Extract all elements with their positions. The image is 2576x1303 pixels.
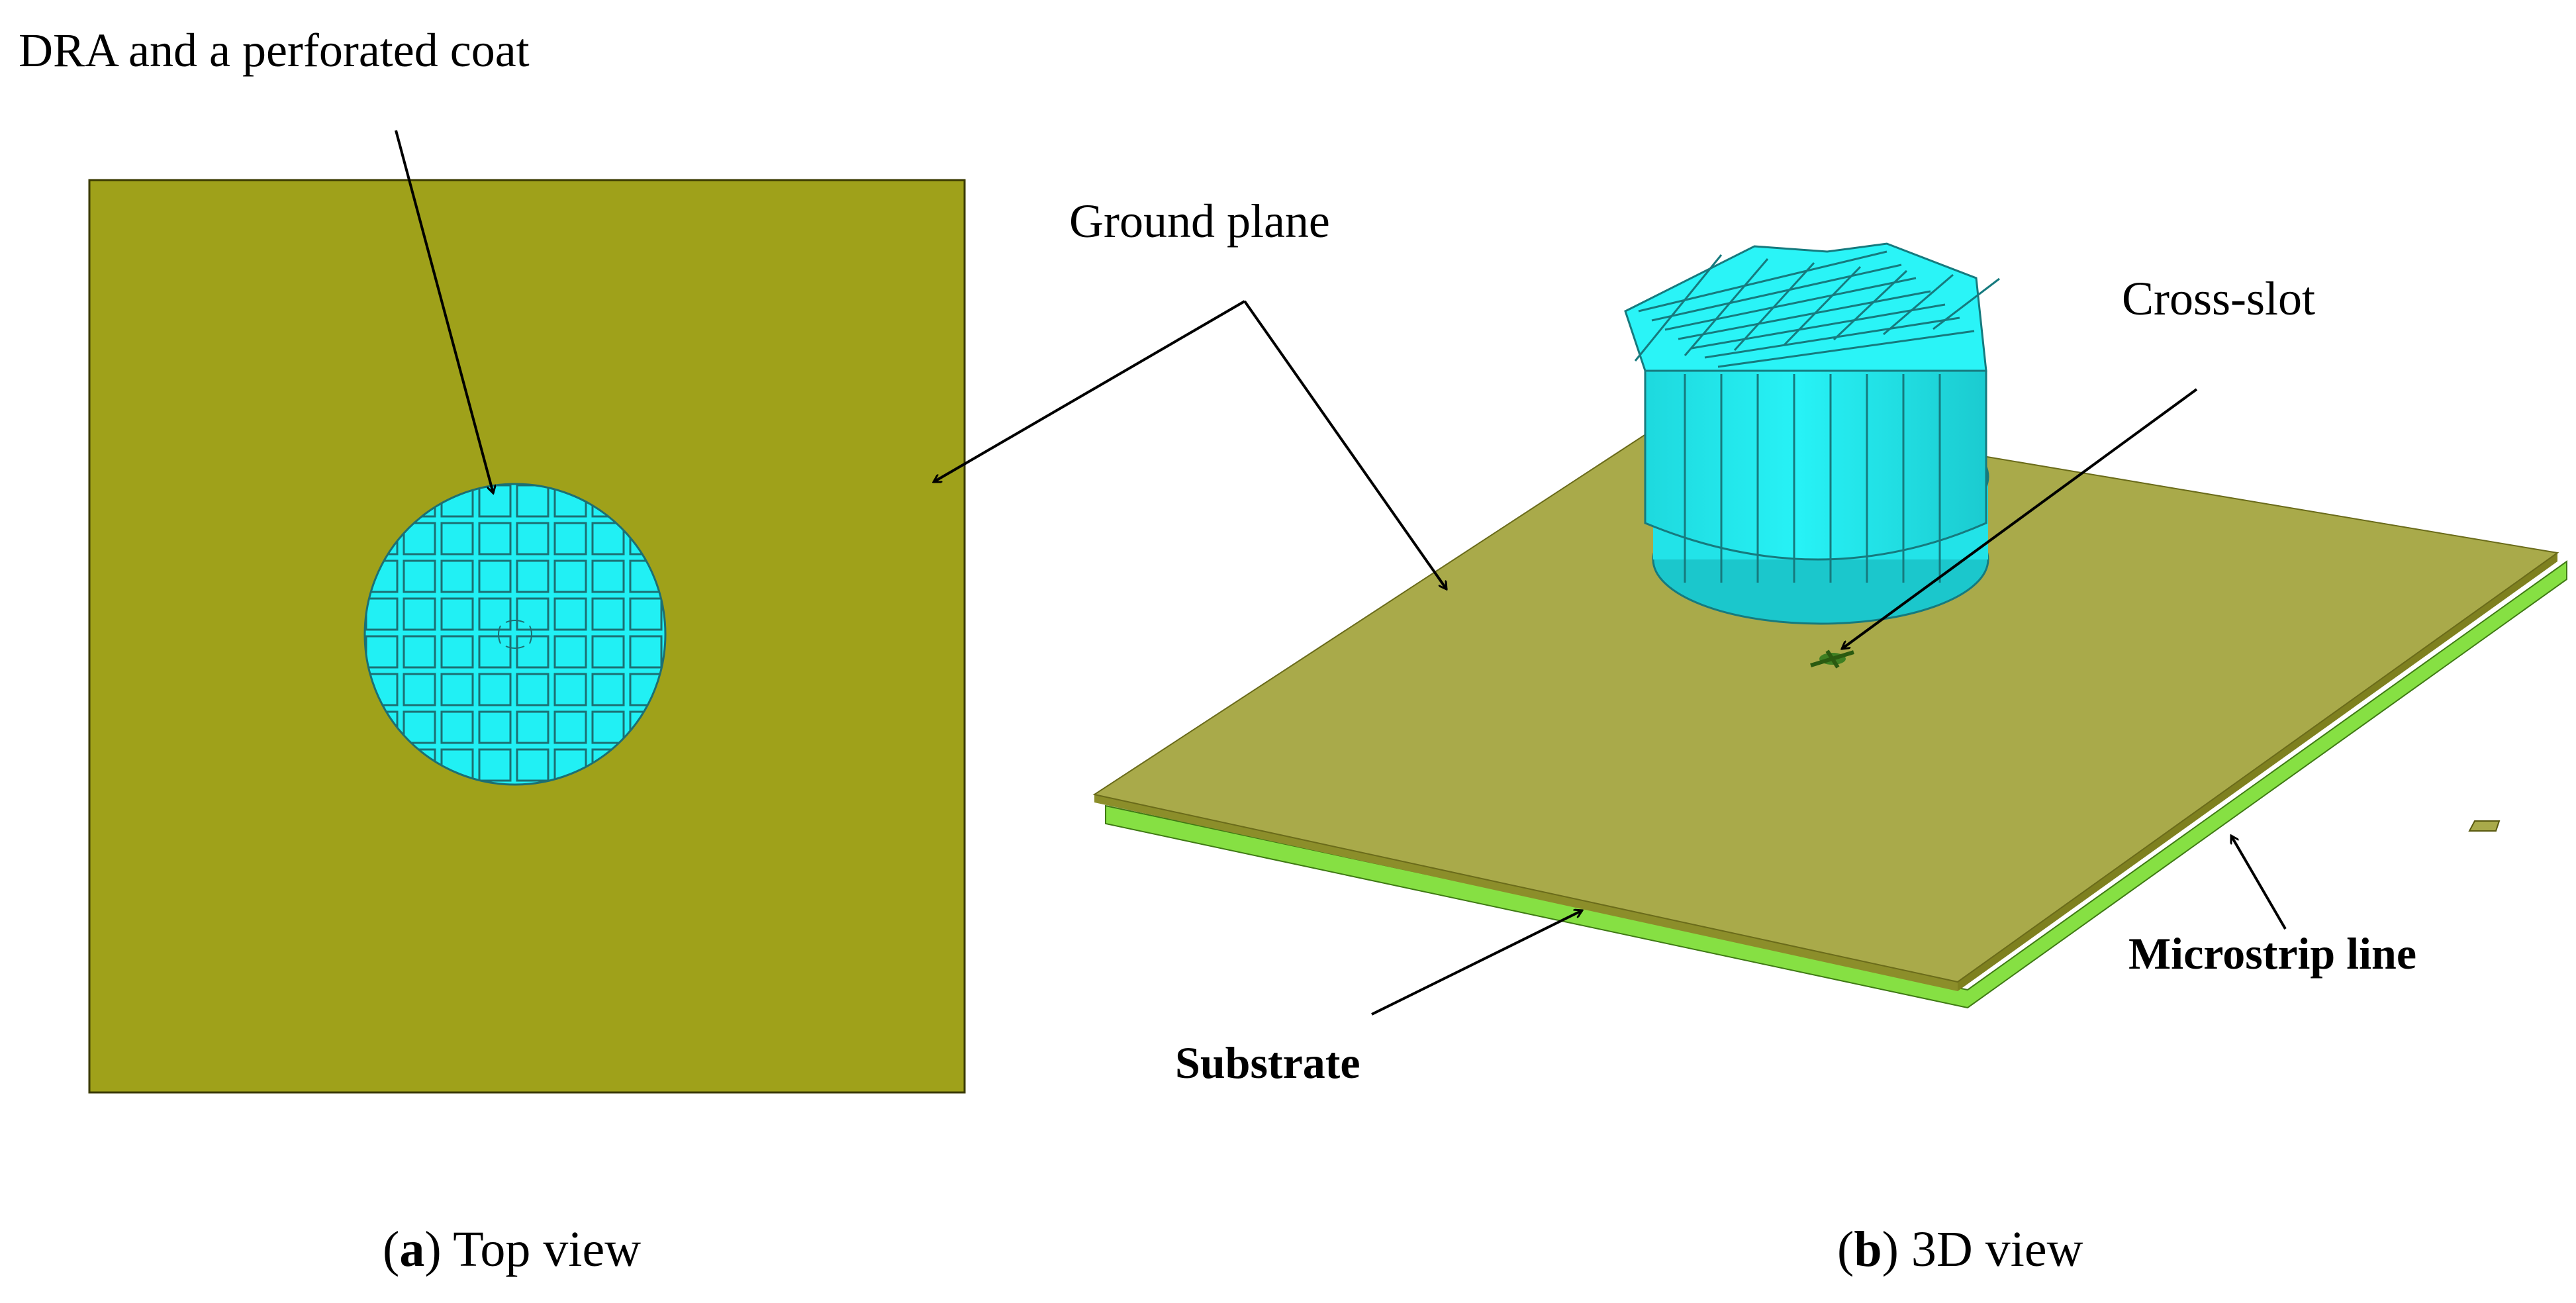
lattice-line (1691, 303, 1946, 350)
perforation-cell (478, 635, 512, 669)
perforation-cell (629, 635, 663, 669)
perforation-cell (591, 597, 625, 631)
arrow-dra (395, 130, 493, 493)
ground-plane-edge (1094, 795, 1958, 991)
3d-view-panel (1092, 242, 2567, 1009)
perforation-cell (553, 559, 587, 593)
perforation-cell (591, 673, 625, 706)
dra-top-lattice (1634, 250, 2000, 368)
perforation-cell (403, 597, 436, 631)
label-dra-coat: DRA and a perforated coat (19, 24, 530, 77)
label-substrate: Substrate (1175, 1038, 1360, 1088)
lattice-line (1651, 264, 1902, 322)
lattice-line (1634, 254, 1723, 362)
arrow-microstrip (2230, 836, 2287, 930)
caption-a-letter: a (399, 1222, 424, 1277)
perforation-cell (478, 522, 512, 555)
perforation-cell (478, 559, 512, 593)
lattice-line (1678, 290, 1931, 340)
lattice-line (1833, 269, 1908, 341)
dra-ribs (1684, 374, 1941, 583)
perforation-cell (591, 522, 625, 555)
perforation-cell (591, 710, 625, 744)
cross-slot-3d (1810, 650, 1854, 669)
lattice-line (1883, 273, 1954, 336)
caption-a: (a) Top view (383, 1222, 641, 1277)
perforation-cell (403, 559, 436, 593)
perforation-cell (440, 559, 474, 593)
perforation-cell (516, 597, 549, 631)
caption-a-text: Top view (442, 1222, 642, 1277)
lattice-line (1684, 258, 1769, 356)
cross-slot-top (498, 620, 532, 649)
perforation-cell (516, 748, 549, 782)
perforation-cell (516, 559, 549, 593)
arrow-ground-left (933, 300, 1246, 483)
perforation-cell (440, 635, 474, 669)
perforation-cell (516, 710, 549, 744)
caption-b-text: 3D view (1899, 1222, 2083, 1277)
perforation-cell (440, 522, 474, 555)
perforation-cell (403, 710, 436, 744)
ground-plane-edge-right (1958, 553, 2557, 991)
lattice-line (1717, 330, 1975, 368)
arrow-cross-slot (1842, 388, 2198, 649)
perforation-cell (403, 522, 436, 555)
lattice-line (1638, 250, 1887, 313)
perforation-cell (591, 635, 625, 669)
lattice-line (1664, 277, 1917, 331)
perforation-cell (629, 597, 663, 631)
top-view-panel (88, 179, 966, 1094)
ground-plane-3d (1092, 405, 2559, 983)
perforation-cell (591, 559, 625, 593)
substrate-layer (1105, 560, 2567, 1009)
lattice-line (1704, 316, 1960, 359)
caption-b: (b) 3D view (1837, 1222, 2083, 1277)
caption-b-letter: b (1854, 1222, 1882, 1277)
perforation-cell (478, 710, 512, 744)
perforation-cell (403, 673, 436, 706)
perforation-cell (516, 522, 549, 555)
dra-3d (1624, 242, 2000, 625)
perforation-cell (516, 484, 549, 518)
perforation-cell (553, 597, 587, 631)
annotation-arrows (395, 130, 2287, 1016)
microstrip-line (2468, 820, 2501, 832)
perforation-cell (440, 710, 474, 744)
perforation-cell (440, 673, 474, 706)
perforation-cell (478, 597, 512, 631)
lattice-line (1932, 277, 2000, 330)
perforation-cell (478, 748, 512, 782)
dra-top (363, 483, 667, 786)
label-cross-slot: Cross-slot (2122, 272, 2315, 325)
arrow-substrate (1371, 910, 1582, 1016)
label-ground-plane: Ground plane (1069, 195, 1330, 248)
perforation-cell (553, 635, 587, 669)
arrow-ground-right (1243, 300, 1447, 589)
perforation-cell (516, 673, 549, 706)
perforation-cell (440, 597, 474, 631)
perforation-cell (365, 635, 399, 669)
label-microstrip: Microstrip line (2128, 928, 2416, 979)
perforation-cell (553, 522, 587, 555)
perforation-cell (516, 635, 549, 669)
lattice-line (1783, 265, 1862, 346)
perforation-cell (478, 673, 512, 706)
perforation-cell (553, 710, 587, 744)
perforation-cell (553, 673, 587, 706)
perforation-cell (403, 635, 436, 669)
